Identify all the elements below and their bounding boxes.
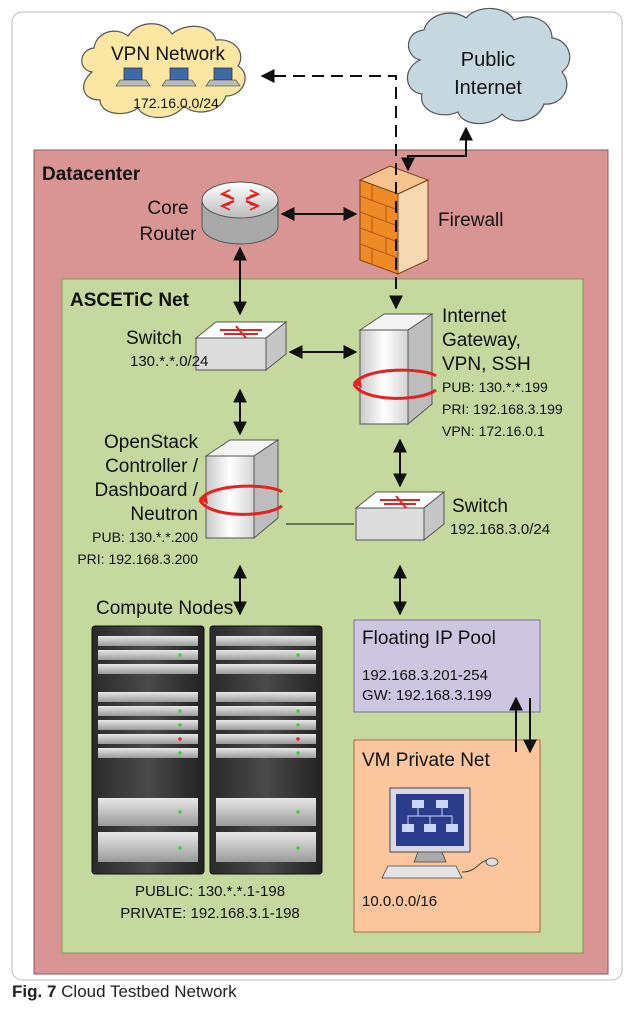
controller-label-2: Controller / xyxy=(105,456,199,477)
firewall-label: Firewall xyxy=(438,210,503,231)
core-router-icon xyxy=(201,181,279,245)
gateway-label-2: Gateway, xyxy=(442,330,521,351)
gateway-label-1: Internet xyxy=(442,306,507,327)
gateway-server-icon xyxy=(352,313,437,426)
gateway-pub: PUB: 130.*.*.199 xyxy=(442,379,548,395)
compute-public: PUBLIC: 130.*.*.1-198 xyxy=(135,883,285,900)
core-router-label-1: Core xyxy=(147,198,188,219)
vpn-network-cloud: VPN Network 172.16.0.0/24 xyxy=(81,23,246,119)
controller-label-3: Dashboard / xyxy=(94,480,198,501)
laptop-icon xyxy=(161,67,197,87)
floating-ip-pool-label: Floating IP Pool xyxy=(362,628,496,649)
compute-nodes-label: Compute Nodes xyxy=(96,598,233,619)
vm-private-net-label: VM Private Net xyxy=(362,750,490,771)
server-rack-icon xyxy=(91,625,205,875)
arrow-firewall-internet xyxy=(401,126,473,172)
laptop-icon xyxy=(115,67,151,87)
controller-pub: PUB: 130.*.*.200 xyxy=(92,529,198,545)
figure-caption: Fig. 7 Cloud Testbed Network xyxy=(12,982,237,1002)
dashed-vpn-gateway xyxy=(260,69,403,310)
connection-lines xyxy=(233,69,537,754)
laptop-icon xyxy=(205,67,241,87)
switch-bottom-label: Switch xyxy=(452,496,508,517)
floating-gw: GW: 192.168.3.199 xyxy=(362,687,492,704)
public-internet-label-2: Internet xyxy=(454,77,522,99)
controller-label-1: OpenStack xyxy=(104,432,198,453)
datacenter-label: Datacenter xyxy=(42,164,141,185)
gateway-label-3: VPN, SSH xyxy=(442,354,531,375)
public-internet-cloud: Public Internet xyxy=(406,7,571,125)
public-internet-label-1: Public xyxy=(461,49,515,71)
figure-number: Fig. 7 xyxy=(12,982,57,1001)
switch-bottom-subnet: 192.168.3.0/24 xyxy=(450,521,550,538)
compute-private: PRIVATE: 192.168.3.1-198 xyxy=(120,905,300,922)
controller-pri: PRI: 192.168.3.200 xyxy=(77,551,198,567)
gateway-pri: PRI: 192.168.3.199 xyxy=(442,401,563,417)
vm-subnet: 10.0.0.0/16 xyxy=(362,893,437,910)
floating-range: 192.168.3.201-254 xyxy=(362,667,488,684)
vpn-network-label: VPN Network xyxy=(111,44,226,65)
gateway-vpn: VPN: 172.16.0.1 xyxy=(442,423,545,439)
firewall-icon xyxy=(358,165,430,275)
vpn-subnet-label: 172.16.0.0/24 xyxy=(133,95,219,111)
switch-top-label: Switch xyxy=(126,328,182,349)
server-rack-icon xyxy=(209,625,323,875)
controller-label-4: Neutron xyxy=(130,504,198,525)
switch-icon-top xyxy=(194,320,288,372)
monitor-icon xyxy=(381,787,499,879)
switch-top-subnet: 130.*.*.0/24 xyxy=(130,353,208,370)
switch-icon-bottom xyxy=(354,490,446,542)
controller-server-icon xyxy=(198,439,283,540)
figure-caption-text: Cloud Testbed Network xyxy=(61,982,237,1001)
ascetic-net-label: ASCETiC Net xyxy=(70,290,190,311)
core-router-label-2: Router xyxy=(139,224,197,245)
